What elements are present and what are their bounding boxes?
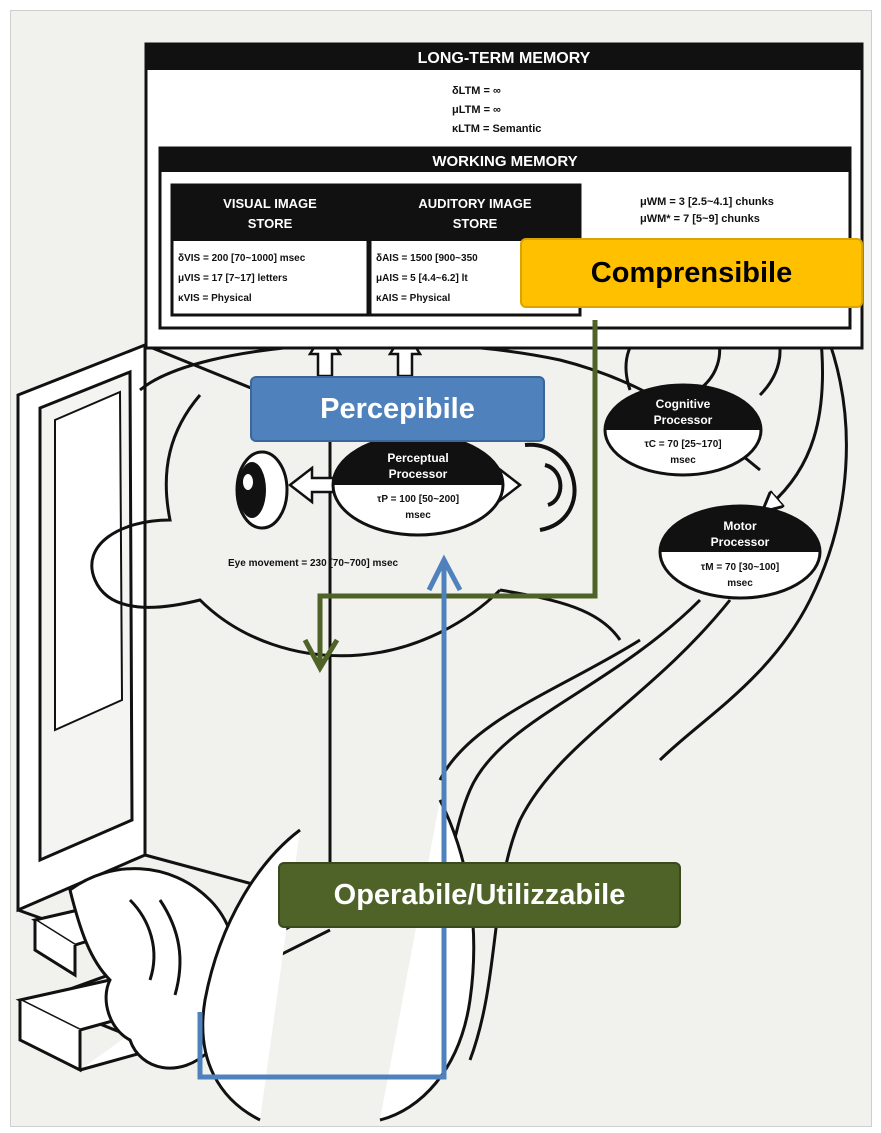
perceptual-unit: msec: [405, 510, 431, 521]
cognitive-title-1: Cognitive: [656, 397, 711, 411]
cognitive-title-2: Processor: [654, 413, 713, 427]
motor-title-2: Processor: [711, 535, 770, 549]
comprensibile-label: Comprensibile: [520, 238, 863, 308]
motor-tau: τM = 70 [30~100]: [701, 562, 779, 573]
motor-title-1: Motor: [723, 519, 757, 533]
wm-title: WORKING MEMORY: [432, 153, 577, 170]
ais-delta: δAIS = 1500 [900~350: [376, 253, 478, 264]
ear-illustration: [524, 442, 577, 532]
operabile-label: Operabile/Utilizzabile: [278, 862, 681, 928]
wm-mu-1: μWM = 3 [2.5~4.1] chunks: [640, 196, 774, 208]
vis-title-2: STORE: [248, 216, 293, 231]
vis-kappa: κVIS = Physical: [178, 293, 252, 304]
motor-processor: Motor Processor τM = 70 [30~100] msec: [658, 504, 822, 600]
cognitive-tau: τC = 70 [25~170]: [644, 439, 721, 450]
vis-title-1: VISUAL IMAGE: [223, 196, 317, 211]
ais-mu: μAIS = 5 [4.4~6.2] lt: [376, 273, 468, 284]
percepibile-label: Percepibile: [250, 376, 545, 442]
ltm-mu: μLTM = ∞: [452, 104, 501, 116]
eye-illustration: [235, 450, 289, 530]
motor-unit: msec: [727, 578, 753, 589]
perceptual-tau: τP = 100 [50~200]: [377, 494, 459, 505]
hand-illustration: [15, 799, 476, 1122]
percepibile-flow-line: [197, 554, 463, 1080]
eye-movement-caption: Eye movement = 230 [70~700] msec: [228, 558, 399, 569]
perceptual-processor: Perceptual Processor τP = 100 [50~200] m…: [331, 433, 505, 537]
perceptual-title-1: Perceptual: [387, 451, 448, 465]
ais-kappa: κAIS = Physical: [376, 293, 450, 304]
wm-mu-2: μWM* = 7 [5~9] chunks: [640, 213, 760, 225]
ais-title-2: STORE: [453, 216, 498, 231]
ais-title-1: AUDITORY IMAGE: [418, 196, 531, 211]
cognitive-processor: Cognitive Processor τC = 70 [25~170] mse…: [603, 383, 763, 477]
ltm-delta: δLTM = ∞: [452, 85, 501, 97]
vis-delta: δVIS = 200 [70~1000] msec: [178, 253, 306, 264]
ltm-kappa: κLTM = Semantic: [452, 123, 541, 135]
cognitive-unit: msec: [670, 455, 696, 466]
perceptual-title-2: Processor: [389, 467, 448, 481]
comprensibile-flow-line: [302, 320, 598, 674]
visual-image-store-box: VISUAL IMAGE STORE δVIS = 200 [70~1000] …: [170, 183, 370, 317]
ltm-title: LONG-TERM MEMORY: [418, 50, 591, 67]
vis-mu: μVIS = 17 [7~17] letters: [178, 273, 288, 284]
